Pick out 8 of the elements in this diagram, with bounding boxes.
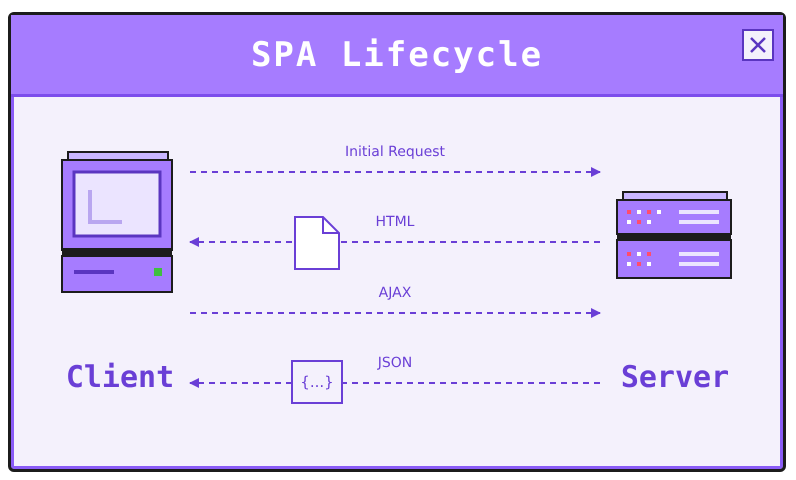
node-label: Server xyxy=(620,360,730,395)
dashed-arrow xyxy=(190,167,601,177)
node-label: Client xyxy=(66,360,174,395)
dashed-arrow xyxy=(189,237,600,247)
dashed-arrow xyxy=(190,308,601,318)
dashed-arrow xyxy=(189,378,600,388)
json-symbol: {...} xyxy=(291,360,343,404)
title: SPA Lifecycle xyxy=(250,34,544,74)
